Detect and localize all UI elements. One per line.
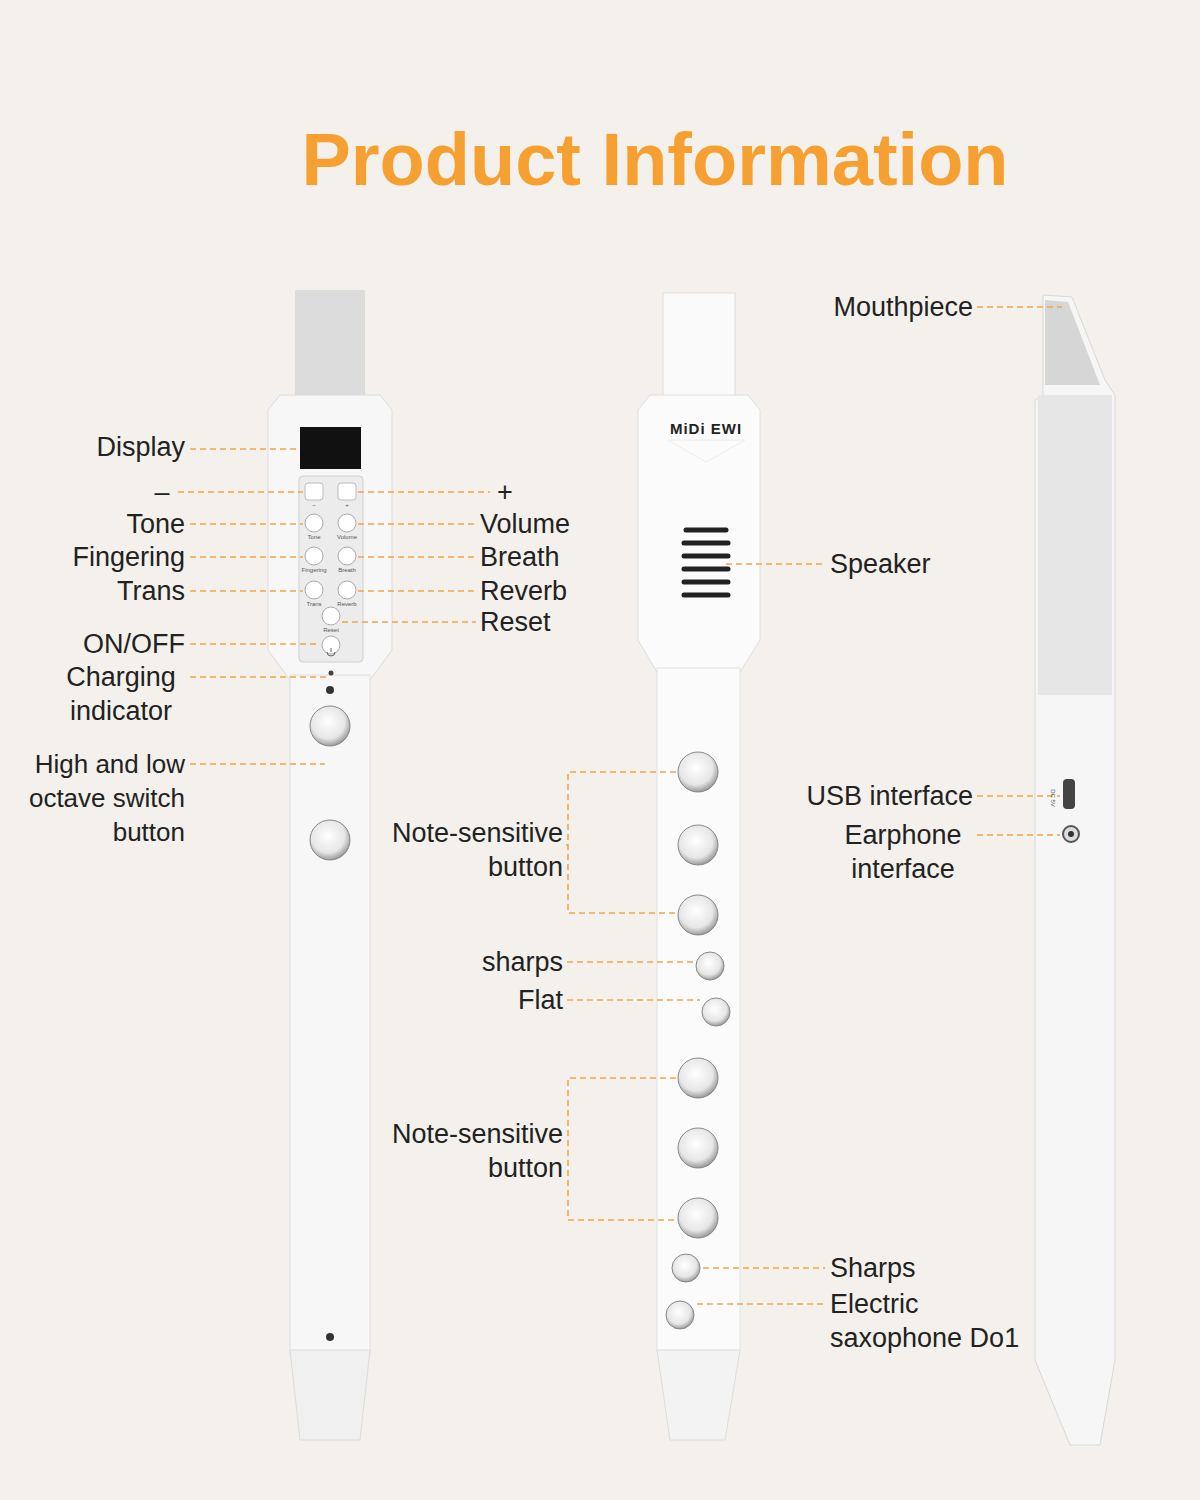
callout-label: USB interface (773, 779, 973, 813)
device-marking: Reverb (331, 600, 363, 608)
device-marking: − (306, 501, 322, 509)
mouthpiece (663, 293, 735, 398)
mouthpiece (295, 290, 365, 400)
page-title: Product Information (301, 118, 1008, 202)
device-marking: DC 5V (1049, 783, 1057, 813)
hole (326, 1333, 334, 1341)
hole (326, 686, 334, 694)
callout-label: ON/OFF (45, 627, 185, 661)
power-icon (327, 648, 335, 656)
callout-label: Tone (45, 507, 185, 541)
device-marking: + (339, 501, 355, 509)
octave-knob (310, 706, 350, 746)
callout-label: High and low octave switch button (7, 747, 185, 849)
foot (290, 1350, 370, 1440)
usb-port (1063, 779, 1075, 809)
callout-label: Breath (480, 540, 620, 574)
callout-label: Display (45, 430, 185, 464)
body (657, 668, 740, 1352)
callout-label: Note-sensitive button (358, 816, 563, 884)
finger-keys (666, 752, 730, 1329)
head-front (638, 395, 760, 672)
callout-label: Earphone interface (833, 818, 973, 886)
callout-label: Trans (45, 574, 185, 608)
plus-button (338, 483, 356, 500)
callout-label: + (497, 475, 527, 509)
callout-label: Sharps (830, 1251, 1010, 1285)
leader-lines (178, 307, 1062, 1304)
charging-led (329, 671, 334, 676)
earphone-jack (1063, 826, 1079, 842)
callout-label: Charging indicator (57, 660, 185, 728)
earphone-jack (1068, 831, 1074, 837)
device-marking: Fingering (298, 566, 330, 574)
callout-label: Reset (480, 605, 620, 639)
side-head (1038, 395, 1112, 695)
display-screen (300, 427, 361, 469)
speaker-grille (684, 530, 728, 595)
callout-label: sharps (423, 945, 563, 979)
callout-label: Electric saxophone Do1 (830, 1287, 1035, 1355)
callout-label: – (147, 475, 177, 509)
device-marking: Tone (298, 533, 330, 541)
minus-button (305, 483, 323, 500)
side-mouthpiece (1045, 300, 1100, 385)
foot (657, 1350, 740, 1440)
device-marking: Trans (298, 600, 330, 608)
body (290, 675, 370, 1355)
logo-chevron (668, 440, 745, 462)
side-profile (1035, 295, 1115, 1445)
head-panel (268, 395, 392, 680)
callout-label: Speaker (830, 547, 1010, 581)
thumb-knob (310, 820, 350, 860)
device-marking: Volume (331, 533, 363, 541)
callout-label: Reverb (480, 574, 620, 608)
callout-label: Fingering (25, 540, 185, 574)
button-panel (299, 476, 363, 662)
device-marking: Reset (315, 626, 347, 634)
device-marking: Breath (331, 566, 363, 574)
brand-logo: MiDi EWI (656, 420, 756, 438)
callout-label: Volume (480, 507, 620, 541)
callout-label: Note-sensitive button (358, 1117, 563, 1185)
callout-label: Flat (423, 983, 563, 1017)
callout-label: Mouthpiece (773, 290, 973, 324)
